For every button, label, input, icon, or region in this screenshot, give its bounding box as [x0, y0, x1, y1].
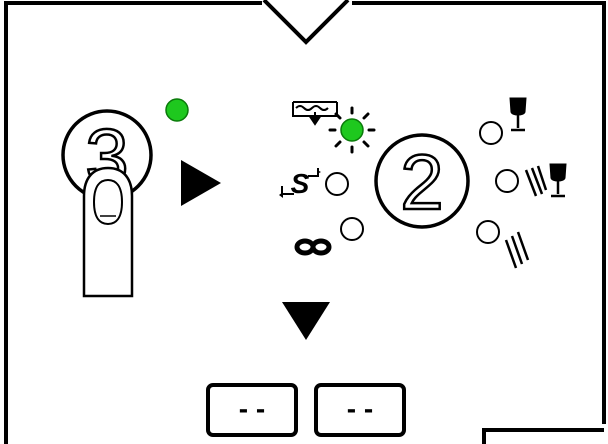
glass-led	[480, 122, 502, 144]
eco-led	[326, 173, 348, 195]
step-2-indicator: 2	[376, 135, 468, 227]
arrow-down-icon	[282, 302, 330, 340]
eco-s-icon: S	[279, 168, 321, 199]
infinity-led	[341, 218, 363, 240]
arrow-right-icon	[181, 160, 221, 206]
brush-led	[477, 221, 499, 243]
infinity-icon	[297, 241, 329, 253]
right-display-value: - -	[347, 393, 373, 424]
rinse-hold-icon	[293, 102, 337, 124]
glass-icon	[510, 98, 526, 130]
brush-icon	[506, 232, 528, 268]
rinse-hold-led	[330, 108, 374, 152]
right-display: - -	[316, 385, 404, 435]
glass-and-brush-icon	[526, 164, 566, 196]
finger-icon	[84, 168, 132, 296]
left-display: - -	[208, 385, 296, 435]
step-2-number: 2	[400, 138, 443, 226]
top-chevron-icon	[264, 0, 348, 42]
glass-and-brush-led	[496, 170, 518, 192]
step-3-led	[166, 99, 188, 121]
left-display-value: - -	[239, 393, 265, 424]
